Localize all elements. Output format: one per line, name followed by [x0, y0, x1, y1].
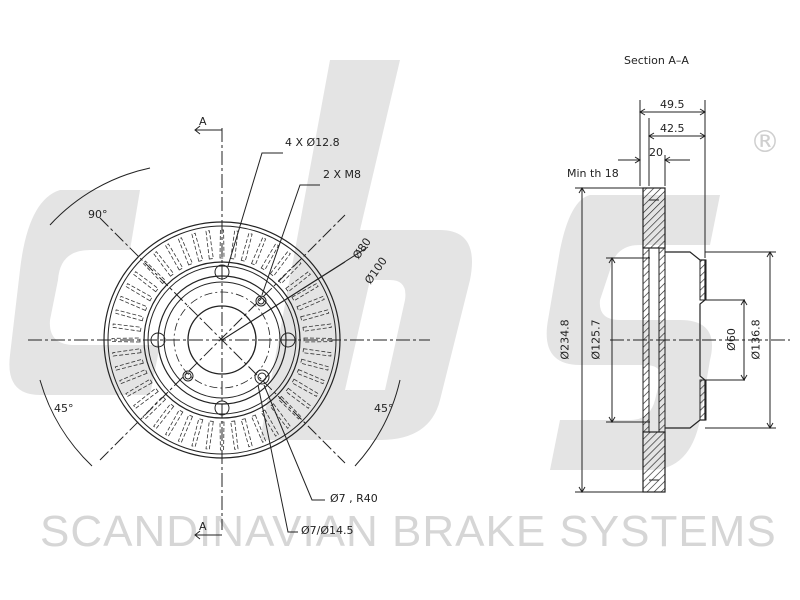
vent-slot	[125, 283, 153, 302]
vent-slot	[205, 230, 214, 260]
outer-diameter-label: Ø234.8	[558, 319, 572, 360]
threaded-holes-label: 2 X M8	[323, 168, 362, 181]
vent-slot	[133, 387, 159, 409]
front-view	[28, 125, 430, 540]
vent-slot	[250, 414, 267, 443]
vent-slot	[296, 295, 325, 312]
vent-slot	[302, 348, 332, 357]
bolt-hole	[280, 332, 296, 348]
angle-left-label: 45°	[54, 402, 74, 415]
vent-slot	[240, 232, 253, 262]
pin-hole-label: Ø7 , R40	[330, 492, 378, 505]
bolt-hole	[150, 332, 166, 348]
vent-slot	[119, 368, 148, 385]
vent-slot	[125, 378, 153, 397]
vent-slot	[285, 387, 311, 409]
vent-slot	[269, 403, 291, 429]
vent-slot	[291, 378, 319, 397]
vent-slot	[240, 418, 253, 448]
vent-slot	[303, 337, 333, 343]
vent-slot	[142, 395, 167, 420]
section-marker-bottom: A	[199, 520, 207, 533]
vent-slot	[277, 260, 302, 285]
vent-slot	[112, 323, 142, 332]
vent-slot	[165, 243, 184, 271]
section-view	[575, 100, 790, 493]
vent-slot	[133, 271, 159, 293]
vent-slot	[285, 271, 311, 293]
angle-top-label: 90°	[88, 208, 108, 221]
registered-mark: ®	[750, 125, 780, 160]
vent-slot	[114, 309, 144, 322]
angle-right-label: 45°	[374, 402, 394, 415]
vent-slot	[165, 409, 184, 437]
vent-slot	[177, 414, 194, 443]
vent-slot	[177, 237, 194, 266]
counterbore-label: Ø7/Ø14.5	[301, 524, 354, 537]
vent-slot	[291, 283, 319, 302]
vent-slot	[300, 358, 330, 371]
vent-slot	[153, 403, 175, 429]
hat-height-label: 42.5	[660, 122, 685, 135]
section-marker-top: A	[199, 115, 207, 128]
vent-slot	[296, 368, 325, 385]
bolt-hole	[214, 400, 230, 416]
vent-slot	[300, 309, 330, 322]
vent-slot	[111, 337, 141, 343]
threaded-hole	[255, 295, 267, 307]
vent-slot	[112, 348, 142, 357]
center-bore-label: Ø60	[724, 328, 738, 351]
vent-slot	[219, 421, 225, 451]
vent-slot	[119, 295, 148, 312]
brand-watermark-text: SCANDINAVIAN BRAKE SYSTEMS	[40, 507, 777, 556]
vent-slot	[260, 409, 279, 437]
vent-slot	[114, 358, 144, 371]
section-title: Section A–A	[624, 54, 689, 67]
vent-slot	[219, 229, 225, 259]
vent-slot	[230, 420, 239, 450]
pin-hole	[254, 369, 270, 385]
vent-slot	[142, 260, 167, 285]
min-thickness-label: Min th 18	[567, 167, 619, 180]
vent-slot	[269, 251, 291, 277]
vent-slot	[277, 395, 302, 420]
bolt-hole	[214, 264, 230, 280]
threaded-hole	[182, 370, 194, 382]
vent-slot	[250, 237, 267, 266]
bolt-holes-label: 4 X Ø12.8	[285, 136, 340, 149]
vent-slots	[111, 229, 333, 451]
disc-thickness-label: 20	[649, 146, 663, 159]
hat-inner-diameter-label: Ø125.7	[589, 319, 603, 360]
vent-slot	[153, 251, 175, 277]
vent-slot	[260, 243, 279, 271]
hat-outer-diameter-label: Ø136.8	[749, 319, 763, 360]
vent-slot	[302, 323, 332, 332]
vent-slot	[205, 420, 214, 450]
vent-slot	[191, 418, 204, 448]
overall-width-label: 49.5	[660, 98, 685, 111]
vent-slot	[191, 232, 204, 262]
